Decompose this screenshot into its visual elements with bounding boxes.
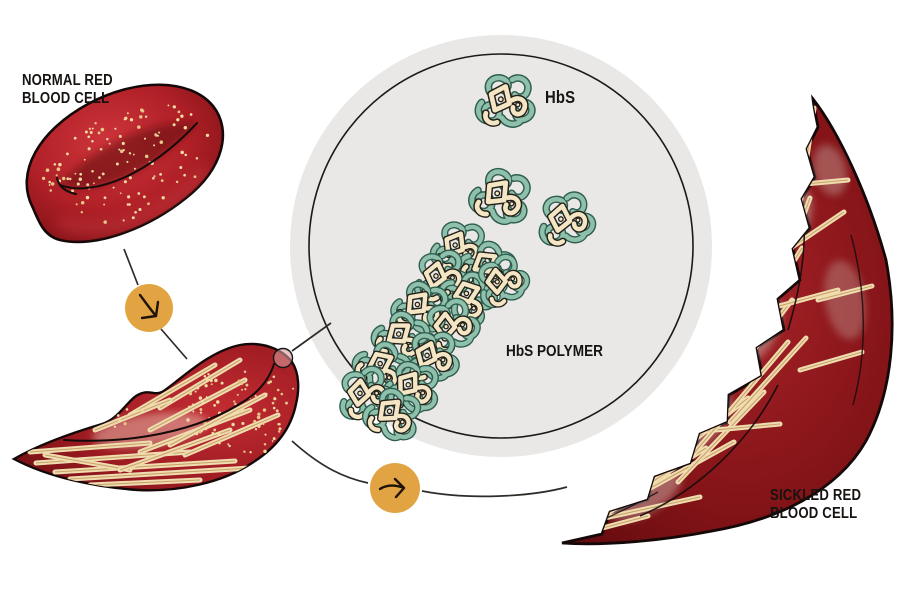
cell-crease-small [56, 177, 77, 195]
sickled-cell-label: SICKLED RED BLOOD CELL [770, 487, 862, 522]
rim-highlight [56, 164, 211, 233]
normal-red-blood-cell [25, 83, 225, 244]
crease [639, 384, 779, 517]
arrow-right-icon [378, 477, 406, 499]
line-arrow2-to-sickled [421, 486, 568, 498]
arrow-circle [370, 463, 420, 513]
crease [850, 234, 864, 406]
hbs-polymer-label: HbS POLYMER [506, 343, 603, 360]
connector-lines [123, 248, 568, 498]
line-magnifier-to-view [291, 322, 332, 352]
partially-sickled-cell [12, 342, 300, 492]
line-midcell-to-arrow2 [291, 440, 369, 484]
magnifier-circle-icon [272, 347, 294, 369]
dimple-shadow [60, 122, 197, 189]
hbs-label: HbS [545, 87, 576, 107]
normal-cell-label: NORMAL RED BLOOD CELL [22, 72, 113, 107]
line-arrow1-to-midcell [160, 328, 188, 360]
fiber-strands [27, 357, 281, 488]
speckles [41, 104, 210, 224]
magnified-view-ring [308, 53, 694, 439]
step1-arrow [125, 284, 173, 332]
cell-crease [59, 122, 198, 190]
speckles [108, 370, 295, 454]
line-normal-to-arrow1 [123, 248, 139, 286]
fold-line [63, 363, 275, 442]
arrow-down-right-icon [138, 293, 160, 320]
step2-arrow [370, 463, 420, 513]
